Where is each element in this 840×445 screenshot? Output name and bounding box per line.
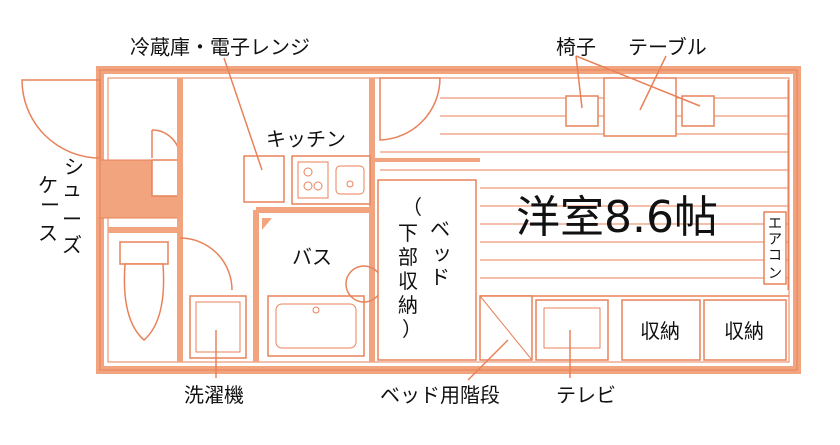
svg-text:ー: ー xyxy=(40,193,60,217)
fridge-range xyxy=(243,155,285,203)
toilet xyxy=(119,237,233,341)
svg-text:納: 納 xyxy=(398,293,418,317)
label-table: テーブル xyxy=(628,35,707,59)
room-door xyxy=(379,77,441,141)
svg-text:ド: ド xyxy=(430,265,450,289)
svg-text:）: ） xyxy=(402,317,422,341)
svg-text:ベ: ベ xyxy=(430,217,450,241)
svg-text:ッ: ッ xyxy=(432,241,452,265)
label-storage-2: 収納 xyxy=(724,319,764,343)
kitchen-counter xyxy=(291,155,371,205)
bed xyxy=(377,179,477,361)
svg-text:収: 収 xyxy=(398,269,418,293)
svg-text:ア: ア xyxy=(768,232,782,248)
label-shoe-case: シ ュ ケ ー ス ー ズ xyxy=(38,155,84,257)
label-aircon: エ ア コ ン xyxy=(768,216,782,282)
label-bath: バス xyxy=(292,245,332,269)
tv-stand xyxy=(535,299,609,361)
svg-text:エ: エ xyxy=(768,216,782,232)
svg-text:ー: ー xyxy=(62,207,82,231)
label-bed-note: （ 下 部 収 納 ） xyxy=(398,195,422,341)
entrance-door xyxy=(21,79,101,159)
svg-text:ス: ス xyxy=(38,221,58,245)
svg-text:ズ: ズ xyxy=(62,233,82,257)
exterior-walls xyxy=(96,66,801,374)
aircon xyxy=(763,211,787,285)
svg-text:ケ: ケ xyxy=(38,173,58,197)
label-kitchen: キッチン xyxy=(266,127,346,151)
svg-text:下: 下 xyxy=(398,221,418,245)
label-bed: ベ ッ ド xyxy=(430,217,452,289)
label-fridge-range: 冷蔵庫・電子レンジ xyxy=(130,35,310,59)
storage-units xyxy=(621,299,787,361)
bed-stairs xyxy=(479,295,533,361)
svg-text:ン: ン xyxy=(768,266,782,282)
leader-lines xyxy=(215,55,701,381)
svg-text:シ: シ xyxy=(64,155,84,179)
bathtub xyxy=(262,218,383,357)
table xyxy=(603,77,677,137)
svg-text:コ: コ xyxy=(768,248,782,264)
svg-text:ュ: ュ xyxy=(62,177,82,201)
interior-walls xyxy=(108,78,480,362)
chair-left xyxy=(565,95,599,127)
label-storage-1: 収納 xyxy=(640,319,680,343)
shoe-case xyxy=(151,159,179,197)
svg-text:部: 部 xyxy=(398,245,418,269)
label-washer: 洗濯機 xyxy=(184,383,244,407)
room-label: 洋室8.6帖 xyxy=(516,192,718,243)
label-bed-stairs: ベッド用階段 xyxy=(380,383,500,407)
svg-text:（: （ xyxy=(402,195,422,219)
label-chair: 椅子 xyxy=(556,35,596,59)
washer xyxy=(189,295,247,359)
label-tv: テレビ xyxy=(556,383,616,407)
